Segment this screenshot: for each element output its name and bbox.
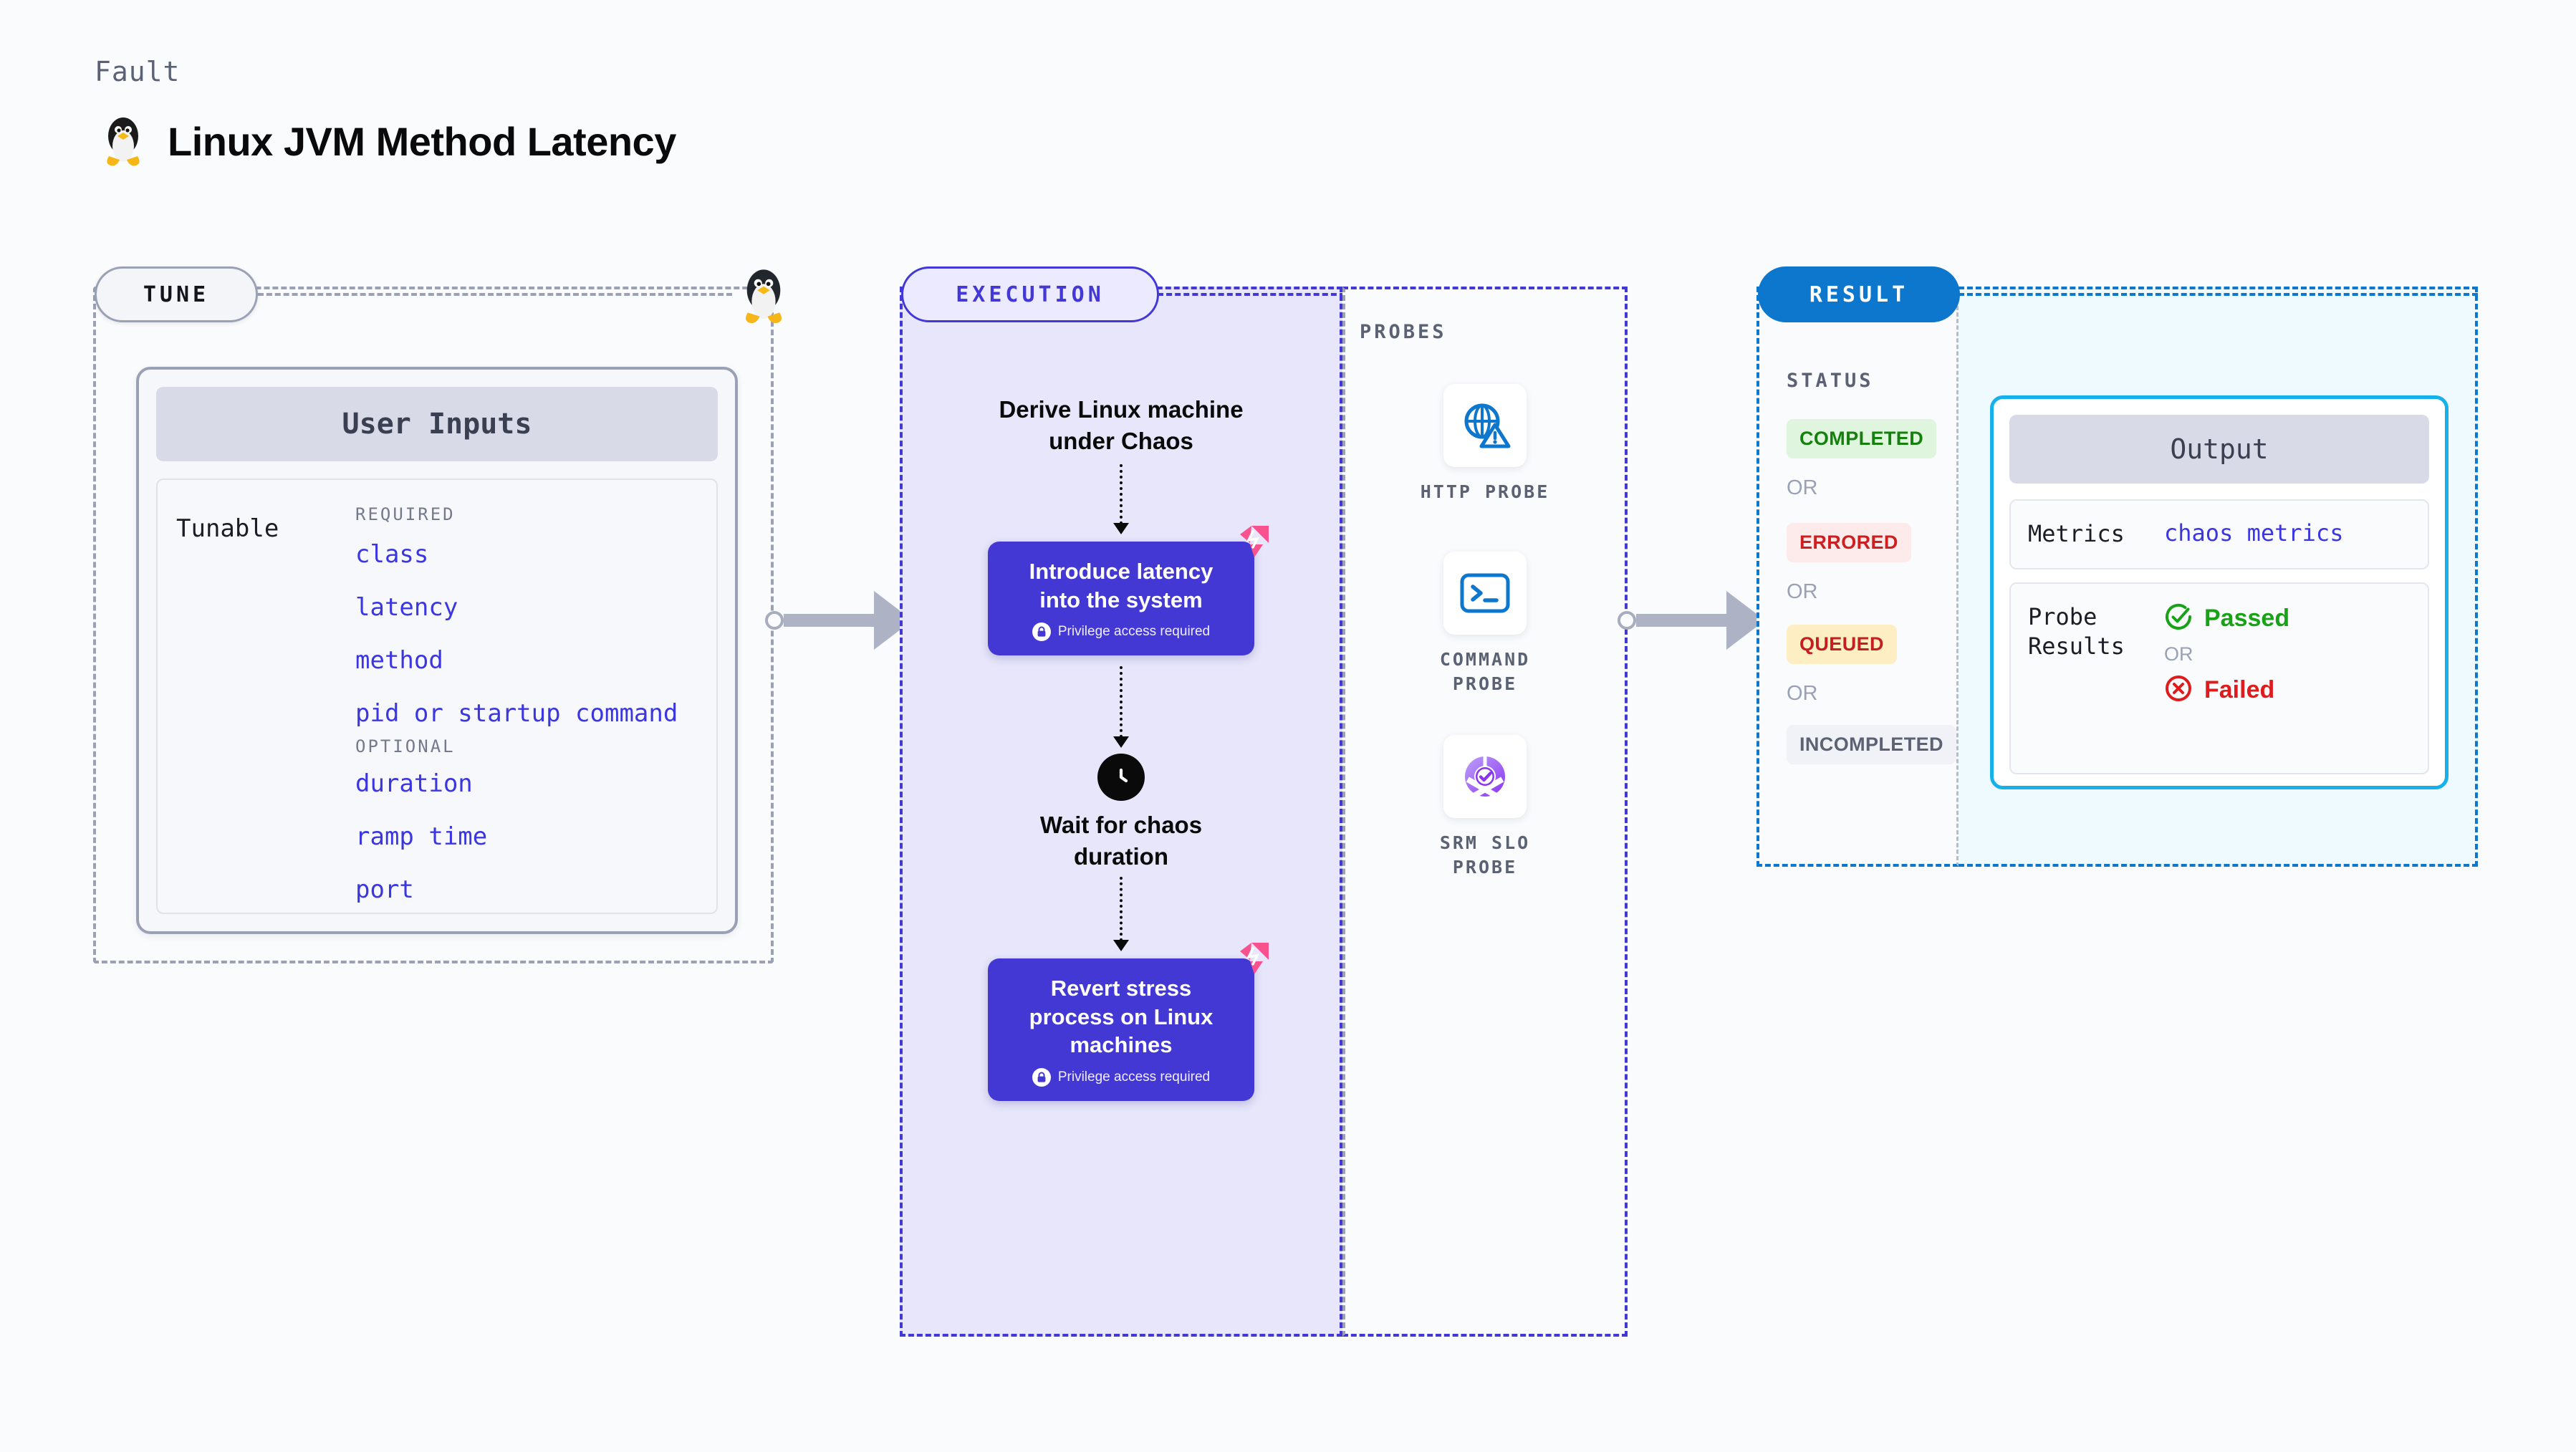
required-group-label: REQUIRED bbox=[355, 504, 456, 524]
flow-arrowhead-2 bbox=[1113, 736, 1129, 748]
status-section-label: STATUS bbox=[1787, 370, 1874, 392]
litmus-chaos-icon bbox=[1233, 524, 1270, 564]
status-or-1: OR bbox=[1787, 476, 1818, 499]
flow-arrowhead-1 bbox=[1113, 523, 1129, 534]
clock-icon bbox=[1097, 754, 1145, 801]
status-badge-completed: COMPLETED bbox=[1787, 419, 1937, 458]
connector-probes-to-result bbox=[1618, 591, 1779, 650]
output-card-header: Output bbox=[2009, 415, 2429, 484]
execution-chip[interactable]: EXECUTION bbox=[901, 266, 1159, 322]
tune-linux-penguin-icon bbox=[738, 266, 789, 329]
action-privilege-text: Privilege access required bbox=[1057, 1069, 1211, 1085]
tunable-label: Tunable bbox=[176, 514, 279, 543]
output-metrics-key: Metrics bbox=[2028, 520, 2125, 547]
status-or-2: OR bbox=[1787, 580, 1818, 603]
probe-result-failed-label: Failed bbox=[2204, 675, 2275, 703]
tune-top-dashed-line bbox=[258, 293, 732, 296]
lock-icon bbox=[1032, 1068, 1051, 1087]
probe-label: SRM SLO PROBE bbox=[1439, 832, 1531, 878]
action-privilege-note: Privilege access required bbox=[1001, 1068, 1241, 1087]
probe-label: COMMAND PROBE bbox=[1439, 649, 1531, 694]
probe-result-passed: Passed bbox=[2164, 602, 2289, 635]
page-title: Linux JVM Method Latency bbox=[100, 115, 676, 168]
flow-dotted-line-3 bbox=[1120, 877, 1123, 941]
connector-node-start bbox=[765, 611, 784, 630]
execution-region bbox=[900, 287, 1342, 1337]
probe-result-failed: Failed bbox=[2164, 674, 2289, 706]
litmus-chaos-icon bbox=[1233, 941, 1270, 981]
flow-dotted-line-1 bbox=[1120, 464, 1123, 524]
check-circle-icon bbox=[2164, 602, 2193, 635]
user-inputs-header: User Inputs bbox=[156, 387, 718, 461]
linux-penguin-icon bbox=[100, 115, 146, 168]
connector-node-start bbox=[1618, 611, 1636, 630]
status-or-3: OR bbox=[1787, 682, 1818, 705]
connector-bar bbox=[784, 614, 875, 627]
optional-group-label: OPTIONAL bbox=[355, 736, 456, 756]
probe-label: HTTP PROBE bbox=[1420, 481, 1550, 502]
tune-chip[interactable]: TUNE bbox=[95, 266, 258, 322]
result-region bbox=[1756, 287, 1959, 867]
terminal-prompt-icon bbox=[1443, 552, 1527, 635]
slo-donut-check-icon bbox=[1443, 735, 1527, 818]
output-top-dashed-line bbox=[1959, 293, 2478, 296]
tunable-option-ramp-time[interactable]: ramp time bbox=[355, 822, 488, 851]
probe-srm-slo[interactable]: SRM SLO PROBE bbox=[1410, 735, 1559, 880]
probe-command[interactable]: COMMAND PROBE bbox=[1410, 552, 1559, 696]
status-badge-incompleted: INCOMPLETED bbox=[1787, 725, 1956, 764]
status-badge-errored: ERRORED bbox=[1787, 523, 1911, 562]
output-metrics-value[interactable]: chaos metrics bbox=[2164, 519, 2344, 547]
action-privilege-text: Privilege access required bbox=[1057, 624, 1211, 640]
output-metrics-row: Metrics chaos metrics bbox=[2009, 499, 2429, 569]
page-title-text: Linux JVM Method Latency bbox=[168, 118, 676, 164]
user-inputs-card: User Inputs Tunable REQUIRED class laten… bbox=[136, 367, 738, 934]
probes-section-label: PROBES bbox=[1360, 321, 1447, 343]
x-circle-icon bbox=[2164, 674, 2193, 706]
flow-arrowhead-3 bbox=[1113, 940, 1129, 951]
tunable-option-port[interactable]: port bbox=[355, 875, 414, 904]
result-chip[interactable]: RESULT bbox=[1758, 266, 1960, 322]
execution-top-dashed-line bbox=[1158, 293, 1345, 296]
tunable-option-class[interactable]: class bbox=[355, 540, 429, 569]
probe-result-or: OR bbox=[2164, 643, 2193, 665]
lock-icon bbox=[1032, 622, 1051, 642]
status-badge-queued: QUEUED bbox=[1787, 625, 1897, 664]
tunable-option-pid[interactable]: pid or startup command bbox=[355, 699, 678, 728]
flow-dotted-line-2 bbox=[1120, 666, 1123, 738]
fault-kicker: Fault bbox=[95, 56, 181, 87]
tunable-option-method[interactable]: method bbox=[355, 646, 443, 675]
action-privilege-note: Privilege access required bbox=[1001, 622, 1241, 642]
globe-warning-icon bbox=[1443, 384, 1527, 467]
tunable-option-latency[interactable]: latency bbox=[355, 593, 458, 622]
probe-http[interactable]: HTTP PROBE bbox=[1410, 384, 1559, 504]
user-inputs-body: Tunable REQUIRED class latency method pi… bbox=[156, 479, 718, 914]
probe-result-passed-label: Passed bbox=[2204, 604, 2290, 632]
tunable-option-duration[interactable]: duration bbox=[355, 769, 473, 798]
connector-bar bbox=[1636, 614, 1728, 627]
